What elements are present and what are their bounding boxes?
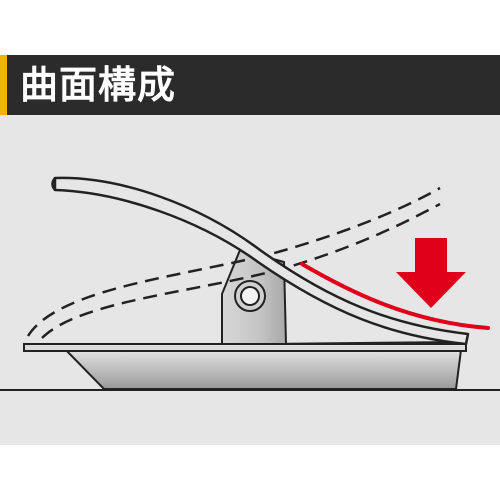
- base-tray-lip: [23, 343, 467, 352]
- title-accent-stripe: [0, 55, 7, 115]
- title-bar: 曲面構成: [0, 55, 500, 115]
- curved-surface-highlight: [300, 262, 490, 330]
- pedal-lever-end-cap: [51, 177, 57, 191]
- hinge-pivot: [240, 286, 260, 306]
- page-title: 曲面構成: [20, 63, 177, 107]
- pedal-lever-down: [53, 176, 470, 346]
- press-direction-arrow: [396, 238, 466, 308]
- pedal-lever-up-dashed-bottom: [41, 202, 441, 339]
